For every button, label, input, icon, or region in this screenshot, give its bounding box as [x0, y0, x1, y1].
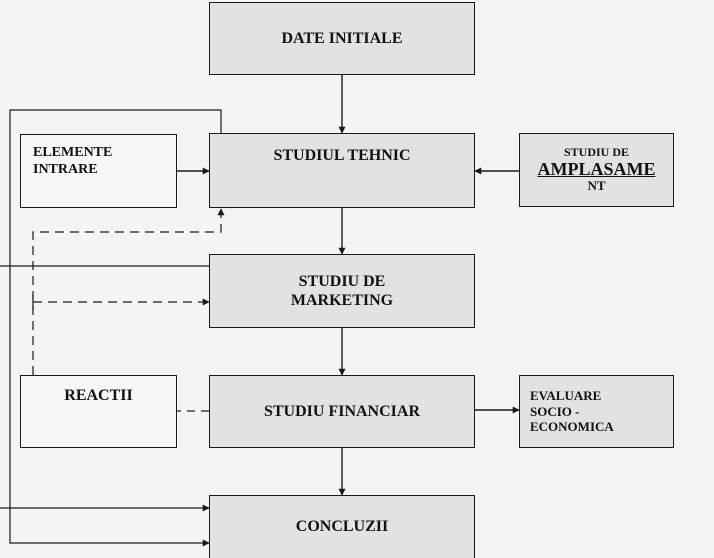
node-concluzii: CONCLUZII [209, 495, 475, 558]
node-marketing-line2: MARKETING [290, 292, 394, 309]
node-marketing-line1: STUDIU DE [298, 272, 386, 290]
node-amplasament-line2: AMPLASAME [537, 158, 656, 179]
node-studiu-financiar-label: STUDIU FINANCIAR [263, 402, 420, 420]
node-reactii-label: REACTII [64, 387, 133, 404]
node-evaluare-socio: EVALUARE SOCIO - ECONOMICA [519, 375, 674, 448]
reactii-feedback-dashed-up [32, 208, 225, 375]
node-evaluare-line2: SOCIO - [530, 403, 580, 419]
node-reactii: REACTII [20, 375, 177, 448]
node-studiu-amplasament: STUDIU DE AMPLASAME NT [519, 133, 674, 207]
node-concluzii-label: CONCLUZII [295, 518, 389, 536]
node-amplasament-line1: STUDIU DE [563, 145, 629, 160]
node-elemente-intrare: ELEMENTE INTRARE [20, 134, 177, 208]
feedback-loop-outer [9, 109, 222, 547]
node-evaluare-line1: EVALUARE [530, 388, 602, 404]
node-date-initiale-label: DATE INITIALE [281, 29, 403, 47]
node-amplasament-line3: NT [587, 178, 606, 194]
node-date-initiale: DATE INITIALE [209, 2, 475, 75]
node-studiu-financiar: STUDIU FINANCIAR [209, 375, 475, 448]
node-studiul-tehnic-label: STUDIUL TEHNIC [273, 147, 411, 164]
node-studiul-tehnic: STUDIUL TEHNIC [209, 133, 475, 208]
node-evaluare-line3: ECONOMICA [530, 419, 614, 435]
node-studiu-marketing: STUDIU DE MARKETING [209, 254, 475, 328]
node-elemente-intrare-line2: INTRARE [33, 161, 98, 177]
node-elemente-intrare-line1: ELEMENTE [33, 145, 113, 160]
